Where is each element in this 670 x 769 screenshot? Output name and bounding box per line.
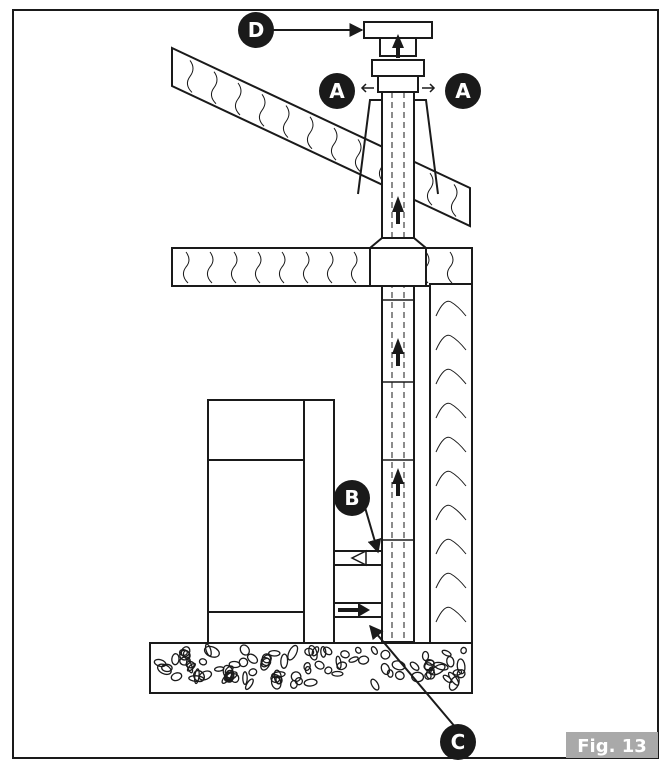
svg-text:A: A: [329, 79, 345, 103]
callout-a-right: A: [445, 73, 481, 109]
callout-b: B: [334, 480, 370, 516]
wall: [429, 283, 473, 645]
outer-frame: [12, 9, 659, 759]
air-intake-ring: [371, 59, 425, 93]
svg-text:B: B: [344, 486, 359, 510]
concrete-floor: [149, 642, 473, 694]
roof-flashing: [357, 99, 439, 195]
ceiling-support-box: [367, 237, 429, 287]
figure-badge: Fig. 13: [566, 732, 658, 758]
exhaust-flow-arrows: [392, 34, 404, 496]
svg-text:Fig. 13: Fig. 13: [577, 736, 647, 757]
sloped-roof-rafter: [171, 46, 471, 228]
svg-text:C: C: [451, 730, 466, 754]
stove: [207, 399, 335, 644]
callout-c: C: [440, 724, 476, 760]
svg-text:D: D: [248, 18, 265, 42]
callout-d: D: [238, 12, 274, 48]
flue-pipe: [381, 91, 415, 643]
callout-leaders: [270, 23, 457, 729]
callout-a-left: A: [319, 73, 355, 109]
svg-text:A: A: [455, 79, 471, 103]
fresh-air-arrows: [350, 83, 436, 567]
combustion-flow-arrow: [338, 603, 370, 617]
